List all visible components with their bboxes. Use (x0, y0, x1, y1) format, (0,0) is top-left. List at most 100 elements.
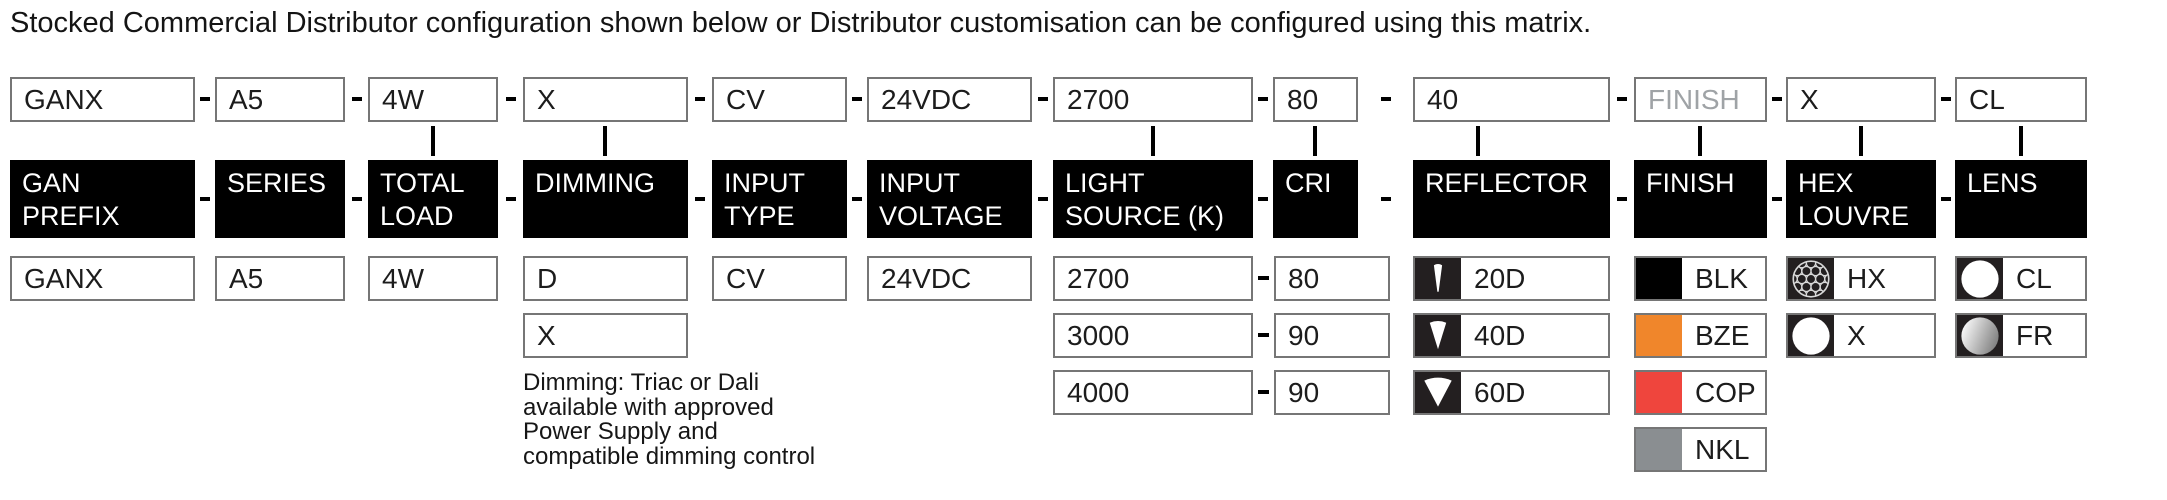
option-cri-90: 90 (1274, 313, 1390, 358)
header-series: SERIES (215, 160, 345, 238)
top-row-connector-dash (1038, 97, 1048, 101)
dimming-note-line: available with approved (523, 393, 774, 421)
option-label: BLK (1695, 262, 1748, 294)
header-light-source-line: LIGHT (1065, 168, 1145, 198)
top-row-connector-dash (1617, 97, 1627, 101)
option-label: X (1847, 319, 1866, 351)
beam-40d-icon (1415, 315, 1461, 356)
code-box-light-source: 2700 (1053, 77, 1253, 122)
header-dimming: DIMMING (523, 160, 688, 238)
option-dimming-d: D (523, 256, 688, 301)
top-row-connector-dash (852, 97, 862, 101)
top-row-connector-dash (352, 97, 362, 101)
header-reflector-line: REFLECTOR (1425, 168, 1589, 198)
header-row-connector-dash (1038, 197, 1048, 201)
header-cri-line: CRI (1285, 168, 1332, 198)
option-input-voltage-24vdc: 24VDC (867, 256, 1032, 301)
connector-line-light-source (1151, 126, 1155, 156)
option-cri-90: 90 (1274, 370, 1390, 415)
header-finish-line: FINISH (1646, 168, 1735, 198)
top-row-connector-dash (200, 97, 210, 101)
header-gan-prefix-line: GAN (22, 168, 81, 198)
connector-line-dimming (603, 126, 607, 156)
header-row-connector-dash (1941, 197, 1951, 201)
circle-clear-icon (1957, 258, 2003, 299)
header-row-connector-dash (1772, 197, 1782, 201)
header-gan-prefix-line: PREFIX (22, 201, 120, 231)
code-box-finish: FINISH (1634, 77, 1767, 122)
dimming-note-line: compatible dimming control (523, 442, 816, 470)
option-reflector-20d: 20D (1413, 256, 1610, 301)
connector-line-finish (1698, 126, 1702, 156)
connector-line-hex-louvre (1859, 126, 1863, 156)
option-light-source-2700: 2700 (1053, 256, 1253, 301)
option-label: 20D (1474, 262, 1526, 294)
header-cri: CRI (1273, 160, 1358, 238)
code-box-cri: 80 (1273, 77, 1358, 122)
option-series-a5: A5 (215, 256, 345, 301)
option-label: NKL (1695, 433, 1750, 465)
top-row-connector-dash (1381, 97, 1391, 101)
option-connector-dash (1258, 276, 1269, 280)
code-box-input-voltage: 24VDC (867, 77, 1032, 122)
option-label: CL (2016, 262, 2052, 294)
option-finish-nkl: NKL (1634, 427, 1767, 472)
circle-frosted-icon (1957, 315, 2003, 356)
top-row-connector-dash (1258, 97, 1268, 101)
connector-line-reflector (1476, 126, 1480, 156)
header-row-connector-dash (352, 197, 362, 201)
option-label: FR (2016, 319, 2054, 351)
option-dimming-x: X (523, 313, 688, 358)
dimming-note-line: Dimming: Triac or Dali (523, 369, 760, 396)
option-input-type-cv: CV (712, 256, 847, 301)
header-total-load-line: LOAD (380, 201, 454, 231)
finish-swatch-nkl (1636, 429, 1682, 470)
header-row-connector-dash (695, 197, 705, 201)
option-hex-louvre-hx: HX (1786, 256, 1936, 301)
header-hex-louvre-line: LOUVRE (1798, 201, 1910, 231)
option-connector-dash (1258, 390, 1269, 394)
code-box-input-type: CV (712, 77, 847, 122)
header-dimming-line: DIMMING (535, 168, 655, 198)
code-box-series: A5 (215, 77, 345, 122)
header-hex-louvre-line: HEX (1798, 168, 1854, 198)
option-label: COP (1695, 376, 1756, 408)
header-lens: LENS (1955, 160, 2087, 238)
code-box-reflector: 40 (1413, 77, 1610, 122)
dimming-note-line: Power Supply and (523, 418, 718, 446)
top-row-connector-dash (506, 97, 516, 101)
code-box-hex-louvre: X (1786, 77, 1936, 122)
hex-mesh-icon (1788, 258, 1834, 299)
header-total-load-line: TOTAL (380, 168, 465, 198)
code-box-dimming: X (523, 77, 688, 122)
finish-swatch-bze (1636, 315, 1682, 356)
option-label: 60D (1474, 376, 1526, 408)
header-series-line: SERIES (227, 168, 327, 198)
page-title: Stocked Commercial Distributor configura… (10, 7, 1592, 39)
top-row-connector-dash (1941, 97, 1951, 101)
option-hex-louvre-x: X (1786, 313, 1936, 358)
header-row-connector-dash (1617, 197, 1627, 201)
code-box-total-load: 4W (368, 77, 498, 122)
beam-20d-icon (1415, 258, 1461, 299)
header-row-connector-dash (852, 197, 862, 201)
option-total-load-4w: 4W (368, 256, 498, 301)
header-reflector: REFLECTOR (1413, 160, 1610, 238)
connector-line-lens (2019, 126, 2023, 156)
finish-swatch-cop (1636, 372, 1682, 413)
option-label: HX (1847, 262, 1886, 294)
option-gan-prefix-ganx: GANX (10, 256, 195, 301)
option-lens-fr: FR (1955, 313, 2087, 358)
option-cri-80: 80 (1274, 256, 1390, 301)
option-lens-cl: CL (1955, 256, 2087, 301)
option-label: 40D (1474, 319, 1526, 351)
option-reflector-40d: 40D (1413, 313, 1610, 358)
option-finish-blk: BLK (1634, 256, 1767, 301)
header-row-connector-dash (1381, 197, 1391, 201)
header-row-connector-dash (200, 197, 210, 201)
